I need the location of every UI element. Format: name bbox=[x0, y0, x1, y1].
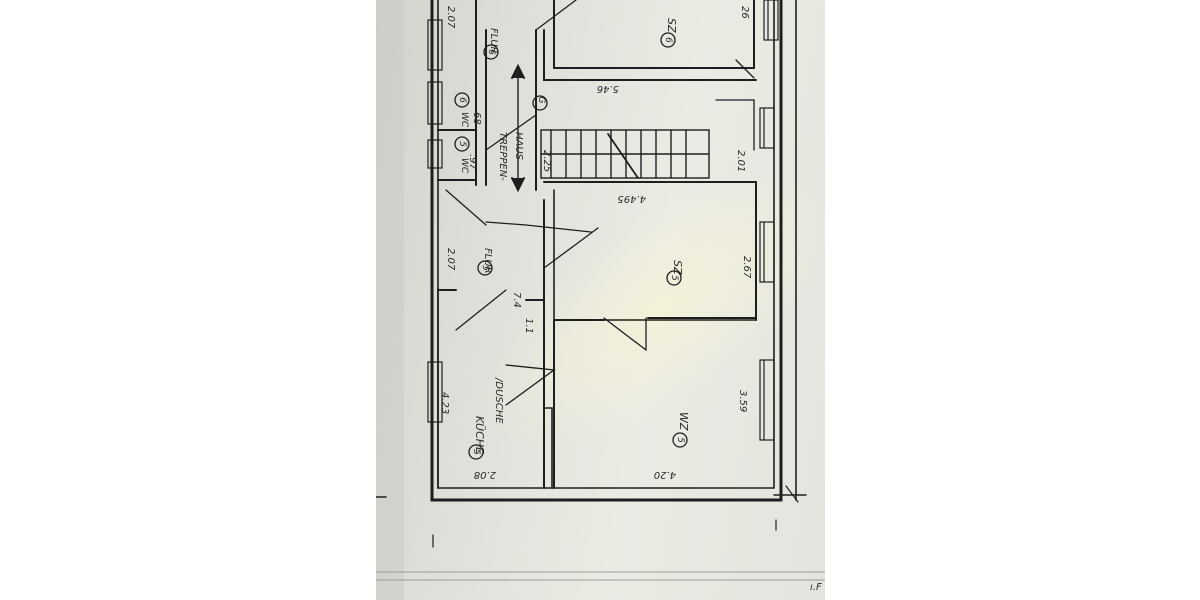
room-label-sz6: SZ bbox=[665, 18, 678, 33]
dimension-label: 2.07 bbox=[445, 6, 456, 29]
dimension-label: 4.495 bbox=[617, 193, 646, 204]
unit-number-sz6: 6 bbox=[663, 37, 673, 43]
dimension-label: 3.59 bbox=[737, 390, 748, 412]
dimension-label: 7.4 bbox=[511, 292, 522, 308]
unit-number-ku: 5 bbox=[471, 449, 481, 455]
unit-number-wz: 5 bbox=[675, 437, 685, 443]
unit-number-wc5: 5 bbox=[457, 141, 467, 147]
room-label-wc5: WC bbox=[459, 158, 469, 174]
dimension-label: 26 bbox=[739, 6, 750, 19]
room-label-flur6: FLUR bbox=[488, 28, 499, 54]
dimension-label: 2.67 bbox=[741, 256, 752, 279]
dimension-label: 5.46 bbox=[597, 83, 619, 94]
dimension-label: 2.08 bbox=[474, 469, 496, 480]
dimension-label: 2.25 bbox=[541, 150, 552, 172]
dimension-label: 4.20 bbox=[654, 469, 676, 480]
dimension-label: 68 bbox=[471, 112, 482, 125]
room-label-ku: KÜCHE bbox=[473, 416, 486, 454]
room-label-th2: HAUS bbox=[513, 132, 524, 161]
margin-text: ı.F bbox=[810, 582, 822, 593]
dimension-label: 1.1 bbox=[523, 318, 534, 334]
room-label-flur5: FLUR bbox=[482, 248, 493, 274]
unit-number-flur6: 6 bbox=[486, 49, 496, 55]
unit-number-wc6: 6 bbox=[457, 97, 467, 103]
dimension-label: 4.23 bbox=[439, 392, 450, 414]
room-label-th: TREPPEN- bbox=[497, 132, 508, 181]
dimension-label: 2.07 bbox=[445, 248, 456, 271]
room-label-du: /DUSCHE bbox=[493, 377, 504, 424]
unit-number-sz5: 5 bbox=[669, 275, 679, 281]
unit-number-g: G bbox=[536, 97, 546, 104]
dimension-label: .97 bbox=[467, 154, 478, 171]
dimension-label: 2.01 bbox=[735, 150, 746, 172]
room-label-sz5: SZ bbox=[671, 260, 684, 275]
room-label-wc6: WC bbox=[459, 112, 469, 128]
room-label-wz: WZ bbox=[677, 412, 690, 431]
unit-number-flur5: 5 bbox=[480, 265, 490, 271]
